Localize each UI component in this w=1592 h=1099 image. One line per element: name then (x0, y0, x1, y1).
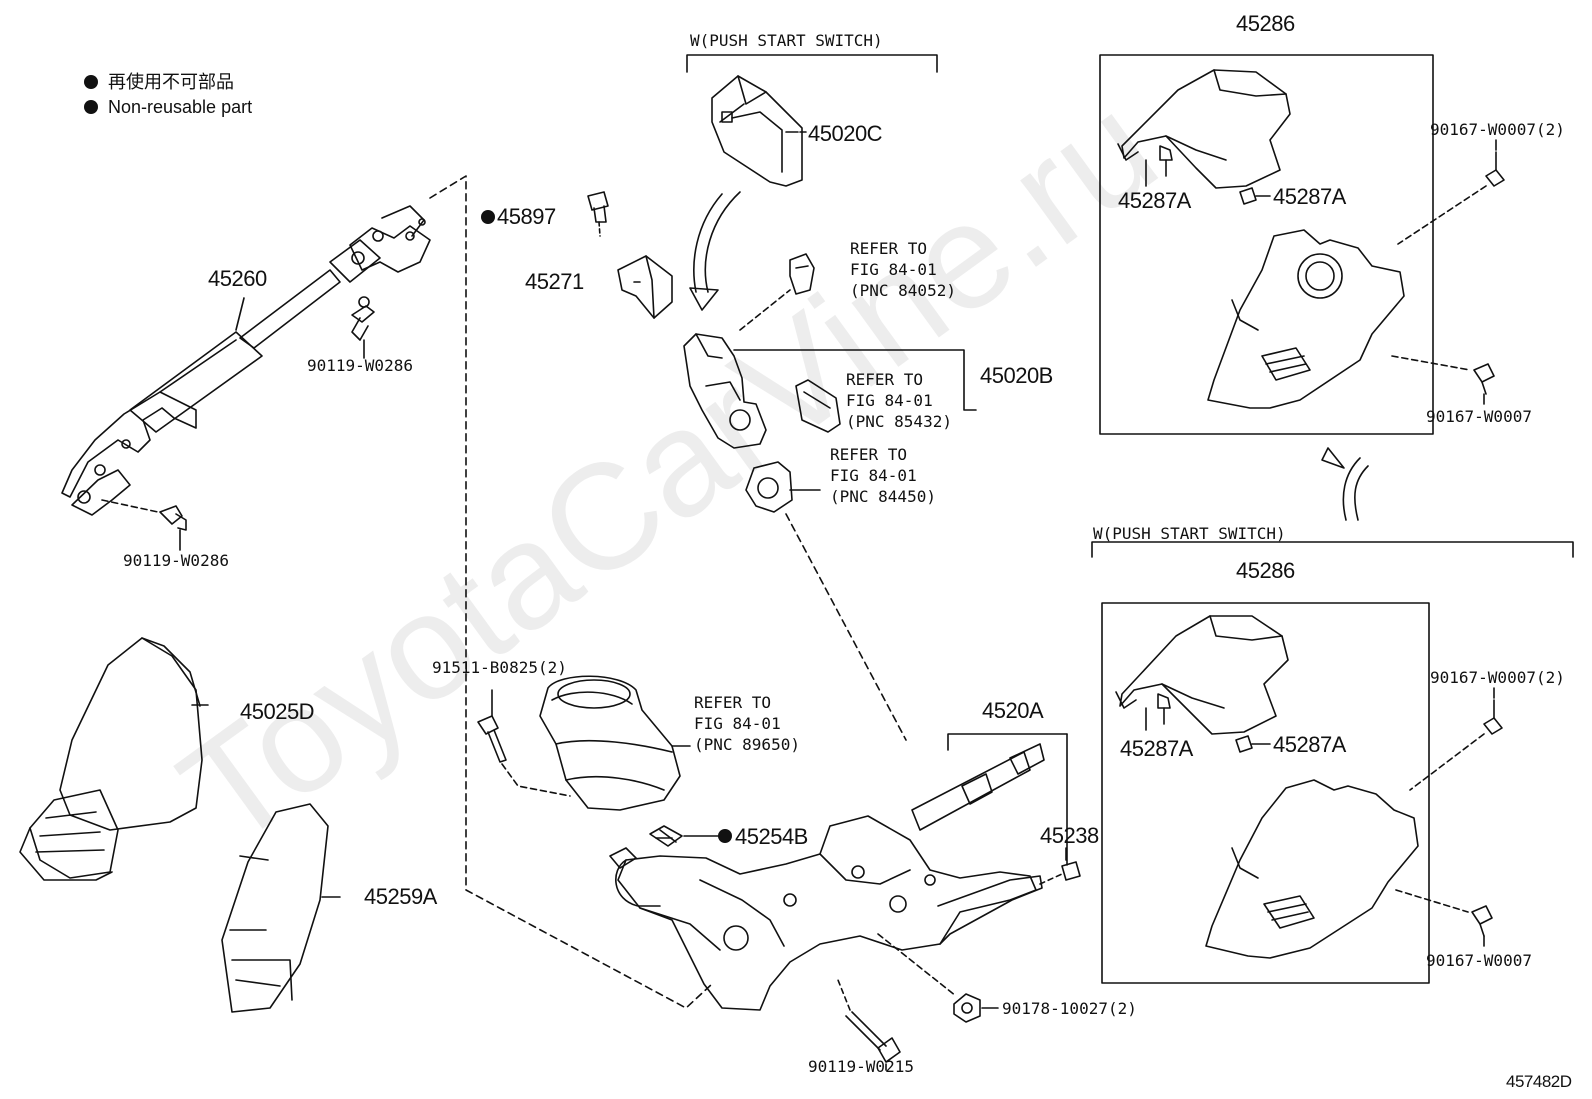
group-label-4520A: 4520A (982, 698, 1044, 723)
part-label-45238[interactable]: 45238 (1040, 823, 1099, 848)
refer-note-85432[interactable]: REFER TO FIG 84-01 (PNC 85432) (846, 369, 952, 432)
legend-jp-text: 再使用不可部品 (108, 72, 234, 92)
part-label-45287A-3[interactable]: 45287A (1120, 736, 1193, 761)
part-label-45897[interactable]: 45897 (497, 204, 556, 229)
group-label-box-top: 45286 (1236, 11, 1295, 36)
column-hole-cover-drawing (221, 803, 341, 1013)
ref-line: (PNC 85432) (846, 412, 952, 431)
non-reusable-dot-icon (84, 75, 98, 89)
shaft-to-column-dash (429, 175, 713, 1009)
bolt-91511-drawing (477, 689, 571, 797)
ref-part-84450-drawing (745, 461, 907, 741)
lock-set-45020B-drawing (683, 289, 977, 449)
upper-cover-top-drawing (1117, 69, 1291, 205)
non-reusable-dot-icon (481, 210, 495, 224)
legend-en-text: Non-reusable part (108, 97, 253, 117)
leader-lines (179, 131, 1497, 947)
refer-note-84450[interactable]: REFER TO FIG 84-01 (PNC 84450) (830, 444, 936, 507)
part-label-90167-W0007-2-top[interactable]: 90167-W0007(2) (1430, 120, 1565, 139)
ref-part-85432-drawing (795, 379, 841, 433)
lock-housing-45020C-drawing (711, 75, 803, 187)
screws-top-box (1391, 151, 1505, 395)
ref-line: REFER TO (694, 693, 772, 712)
part-label-45260[interactable]: 45260 (208, 266, 267, 291)
non-reusable-dot-icon (718, 829, 732, 843)
ref-line: FIG 84-01 (694, 714, 781, 733)
ref-line: (PNC 89650) (694, 735, 800, 754)
cover-box-top (1099, 54, 1434, 435)
part-label-91511-B0825[interactable]: 91511-B0825(2) (432, 658, 567, 677)
collar-45271-drawing (617, 255, 673, 319)
assembly-arrow-down (689, 191, 741, 311)
ref-part-89650-drawing (539, 675, 691, 811)
part-label-45254B[interactable]: 45254B (735, 824, 808, 849)
part-label-45020B[interactable]: 45020B (980, 363, 1053, 388)
ref-line: REFER TO (830, 445, 908, 464)
legend-en-row: Non-reusable part (84, 95, 252, 120)
part-label-90119-W0215[interactable]: 90119-W0215 (808, 1057, 914, 1076)
legend: 再使用不可部品 Non-reusable part (84, 70, 252, 120)
group-label-box-bottom: 45286 (1236, 558, 1295, 583)
legend-jp-row: 再使用不可部品 (84, 70, 252, 95)
part-label-90167-W0007-bottom[interactable]: 90167-W0007 (1426, 951, 1532, 970)
refer-note-84052[interactable]: REFER TO FIG 84-01 (PNC 84052) (850, 238, 956, 301)
ref-line: (PNC 84450) (830, 487, 936, 506)
part-label-90178-10027[interactable]: 90178-10027(2) (1002, 999, 1137, 1018)
bolt-45897-drawing (587, 191, 609, 237)
figure-code: 457482D (1506, 1072, 1572, 1091)
ref-line: FIG 84-01 (830, 466, 917, 485)
cover-box-bottom (1101, 602, 1430, 984)
refer-note-89650[interactable]: REFER TO FIG 84-01 (PNC 89650) (694, 692, 800, 755)
steering-column-4520A-drawing (609, 743, 1081, 1071)
part-label-45259A[interactable]: 45259A (364, 884, 437, 909)
screws-bottom-box (1395, 699, 1503, 937)
part-label-90119-W0286-lower[interactable]: 90119-W0286 (123, 551, 229, 570)
ref-line: FIG 84-01 (850, 260, 937, 279)
ref-line: FIG 84-01 (846, 391, 933, 410)
group-label-push-start-right: W(PUSH START SWITCH) (1093, 524, 1286, 543)
part-label-90167-W0007-2-bottom[interactable]: 90167-W0007(2) (1430, 668, 1565, 687)
part-label-45287A-2[interactable]: 45287A (1273, 184, 1346, 209)
part-label-45271[interactable]: 45271 (525, 269, 584, 294)
upper-cover-bottom-drawing (1115, 615, 1289, 753)
part-label-45287A-1[interactable]: 45287A (1118, 188, 1191, 213)
part-label-45020C[interactable]: 45020C (808, 121, 883, 146)
ref-line: REFER TO (846, 370, 924, 389)
ref-line: (PNC 84052) (850, 281, 956, 300)
lower-cover-top-drawing (1207, 229, 1405, 409)
intermediate-shaft-drawing (61, 205, 431, 531)
ref-line: REFER TO (850, 239, 928, 258)
lower-cover-bottom-drawing (1205, 779, 1419, 959)
part-label-90119-W0286-upper[interactable]: 90119-W0286 (307, 356, 413, 375)
part-label-45287A-4[interactable]: 45287A (1273, 732, 1346, 757)
group-bracket-top (686, 54, 938, 73)
group-bracket-right (1091, 541, 1574, 558)
clamp-45254B-drawing (649, 825, 719, 847)
ref-part-84052-drawing (789, 253, 815, 295)
group-bracket-4520A (947, 733, 1068, 866)
group-label-push-start-top: W(PUSH START SWITCH) (690, 31, 883, 50)
assembly-arrow-up (1321, 447, 1369, 521)
part-label-90167-W0007-top[interactable]: 90167-W0007 (1426, 407, 1532, 426)
non-reusable-dot-icon (84, 100, 98, 114)
dust-boot-drawing (19, 637, 209, 881)
part-label-45025D[interactable]: 45025D (240, 699, 315, 724)
